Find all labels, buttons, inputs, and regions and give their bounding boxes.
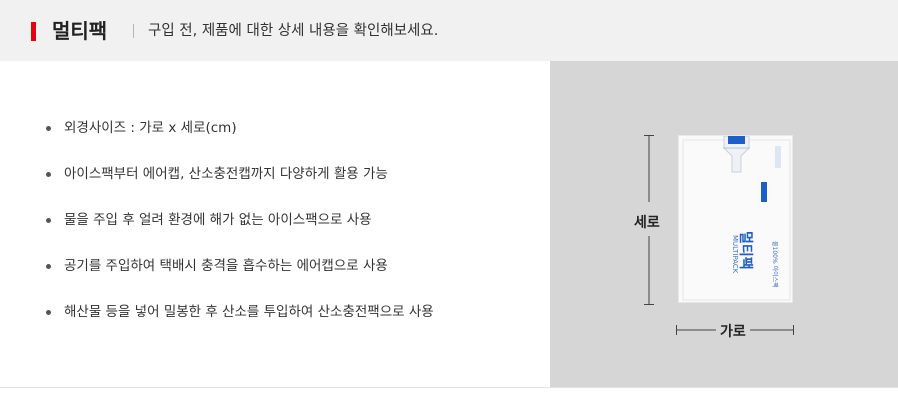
feature-item: 해산물 등을 넣어 밀봉한 후 산소를 투입하여 산소충전팩으로 사용 xyxy=(46,305,434,320)
feature-item: 아이스팩부터 에어캡, 산소충전캡까지 다양하게 활용 가능 xyxy=(46,167,434,182)
bullet-dot-icon xyxy=(46,264,51,269)
header-divider xyxy=(133,24,134,38)
feature-text: 공기를 주입하여 택배시 충격을 흡수하는 에어캡으로 사용 xyxy=(64,258,388,274)
product-side-text: 물100% 아이스팩 xyxy=(771,241,778,288)
width-label: 가로 xyxy=(716,321,750,341)
multipack-artwork-icon xyxy=(682,136,791,301)
feature-list: 외경사이즈 : 가로 x 세로(cm) 아이스팩부터 에어캡, 산소충전캡까지 … xyxy=(46,121,434,351)
bullet-dot-icon xyxy=(46,310,51,315)
feature-text: 해산물 등을 넣어 밀봉한 후 산소를 투입하여 산소충전팩으로 사용 xyxy=(64,304,434,320)
product-sub-text: MULTIPACK xyxy=(731,235,739,274)
title-accent-bar xyxy=(31,22,36,41)
section-title: 멀티팩 xyxy=(52,19,108,43)
header-bar: 멀티팩 구입 전, 제품에 대한 상세 내용을 확인해보세요. xyxy=(0,0,898,61)
feature-text: 아이스팩부터 에어캡, 산소충전캡까지 다양하게 활용 가능 xyxy=(64,166,388,182)
product-brand-text: 멀티팩 xyxy=(737,231,753,270)
content-area: 외경사이즈 : 가로 x 세로(cm) 아이스팩부터 에어캡, 산소충전캡까지 … xyxy=(0,61,898,388)
feature-item: 공기를 주입하여 택배시 충격을 흡수하는 에어캡으로 사용 xyxy=(46,259,434,274)
feature-item: 물을 주입 후 얼려 환경에 해가 없는 아이스팩으로 사용 xyxy=(46,213,434,228)
section-subtitle: 구입 전, 제품에 대한 상세 내용을 확인해보세요. xyxy=(148,23,439,39)
bullet-dot-icon xyxy=(46,172,51,177)
height-label: 세로 xyxy=(634,210,660,234)
bullet-dot-icon xyxy=(46,218,51,223)
bullet-dot-icon xyxy=(46,126,51,131)
product-diagram-panel: 세로 가로 멀티팩 MULTIPACK 물100% 아이스팩 xyxy=(550,61,898,387)
feature-text: 물을 주입 후 얼려 환경에 해가 없는 아이스팩으로 사용 xyxy=(64,212,372,228)
feature-item: 외경사이즈 : 가로 x 세로(cm) xyxy=(46,121,434,136)
multipack-product-image: 멀티팩 MULTIPACK 물100% 아이스팩 xyxy=(678,135,793,303)
feature-text: 외경사이즈 : 가로 x 세로(cm) xyxy=(64,120,237,136)
